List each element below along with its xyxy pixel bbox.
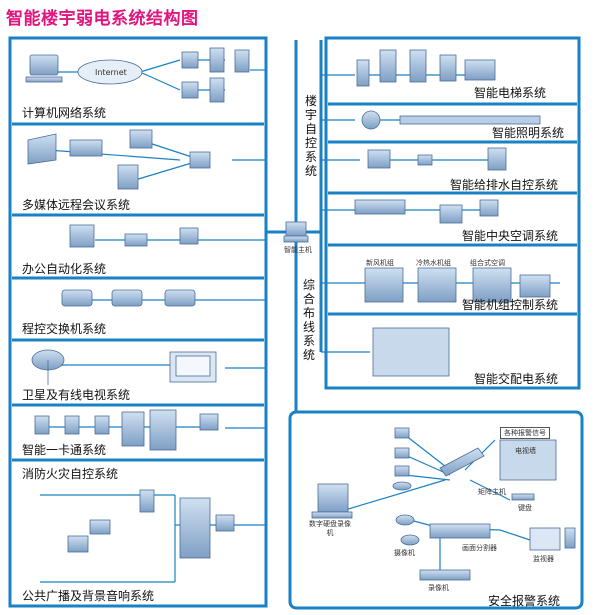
unit-label-chiller: 冷热水机组 <box>416 259 451 267</box>
security-system-label: 安全报警系统 <box>488 594 561 608</box>
security-frame <box>288 410 584 610</box>
matrix-host-label: 矩阵主机 <box>478 488 506 496</box>
system-label-water: 智能给排水自控系统 <box>450 178 559 192</box>
monitor-wall-label: 电视墙 <box>515 447 536 455</box>
internet-label: Internet <box>95 68 127 77</box>
splitter-label: 画面分割器 <box>462 544 497 552</box>
bas-frame <box>324 36 581 390</box>
unit-label-ahu: 组合式空调 <box>470 259 505 267</box>
system-label-elevator: 智能电梯系统 <box>474 86 547 100</box>
system-label-catv: 卫星及有线电视系统 <box>22 388 131 402</box>
backbone-label: 综合布线系统 <box>302 278 315 362</box>
system-label-network: 计算机网络系统 <box>22 106 107 120</box>
system-label-units: 智能机组控制系统 <box>462 298 559 312</box>
system-label-pbx: 程控交换机系统 <box>22 322 107 336</box>
page-title: 智能楼宇弱电系统结构图 <box>6 9 199 29</box>
system-label-broadcast: 公共广播及背景音响系统 <box>22 589 155 603</box>
camera-label: 摄像机 <box>394 549 415 557</box>
host-label: 智能主机 <box>284 246 312 254</box>
keyboard-label: 键盘 <box>518 504 532 512</box>
system-label-lighting: 智能照明系统 <box>492 126 565 140</box>
system-label-hvac: 智能中央空调系统 <box>462 229 559 243</box>
system-label-office: 办公自动化系统 <box>22 262 107 276</box>
dvr-label: 数字硬盘录像机 <box>309 520 351 537</box>
alarm-signal-label: 各种报警信号 <box>500 427 550 439</box>
unit-label-fresh-air: 新风机组 <box>366 259 394 267</box>
system-label-fire: 消防火灾自控系统 <box>22 467 119 481</box>
vcr-label: 录像机 <box>428 584 449 592</box>
screen-label: 监视器 <box>533 555 554 563</box>
bas-label: 楼宇自控系统 <box>304 94 317 178</box>
system-label-card: 智能一卡通系统 <box>22 443 107 457</box>
system-label-power: 智能交配电系统 <box>474 372 559 386</box>
left-systems-frame <box>8 36 268 608</box>
system-label-conference: 多媒体远程会议系统 <box>22 198 131 212</box>
